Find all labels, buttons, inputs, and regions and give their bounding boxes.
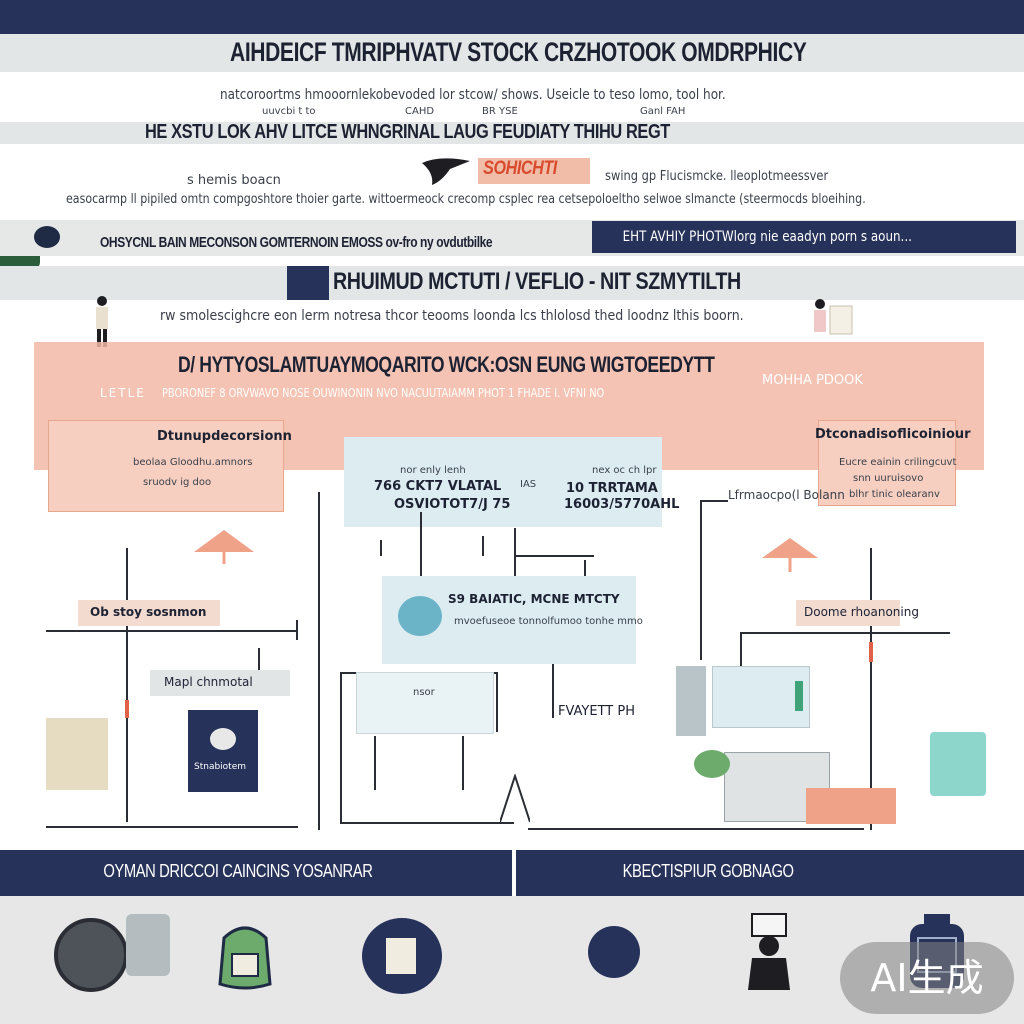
salmon-panel-title: D/ HYTYOSLAMTUAYMOQARITO WCK:OSN EUNG WI… (178, 352, 715, 377)
bag-icon (210, 728, 236, 750)
right-label: Lfrmaocpo(l Bolann (728, 488, 845, 502)
connector-line (46, 630, 298, 632)
connector-line (514, 555, 594, 557)
connector-line (296, 620, 298, 640)
connector-line (528, 828, 864, 830)
connector-line (318, 492, 320, 830)
arrow-line (462, 736, 464, 790)
left-tag: Ob stoy sosnmon (78, 600, 220, 626)
person-icon (808, 298, 858, 344)
brand-icon (420, 155, 480, 187)
section-badge-icon (287, 266, 329, 300)
subtitle-tag: CAHD (405, 106, 435, 117)
page-title: AIHDEICF TMRIPHVATV STOCK CRZHOTOOK OMDR… (230, 37, 807, 67)
document-icon (362, 918, 442, 994)
document-icon (46, 718, 108, 790)
connector-line (700, 500, 702, 660)
connector-line (740, 632, 950, 634)
center-data-box: nor enly lenh nex oc ch lpr 766 CKT7 VLA… (344, 437, 679, 527)
check-label: FVAYETT PH (558, 704, 635, 719)
connector-line (700, 500, 728, 502)
book-icon (806, 788, 896, 824)
top-bar (0, 0, 1024, 34)
lower-process-box: nsor (356, 672, 494, 734)
laptop-icon (724, 752, 830, 822)
bag-icon (214, 918, 276, 992)
person-icon (90, 295, 114, 349)
magnifier-icon (34, 226, 60, 248)
salmon-right-tag: MOHHA PDOOK (762, 373, 863, 388)
tick-marker (869, 642, 873, 662)
sun-icon (54, 918, 128, 992)
footer-right-header: KBECTISPIUR GOBNAGO (516, 850, 1024, 896)
salmon-row-text: PBORONEF 8 ORVWAVO NOSE OUWINONIN NVO NA… (162, 386, 605, 400)
connector-line (340, 822, 514, 824)
triangle-icon (192, 526, 256, 566)
connector-line (870, 548, 872, 830)
subtitle-tag: uuvcbi t to (262, 106, 316, 117)
long-description: easocarmp ll pipiled omtn compgoshtore t… (66, 192, 866, 207)
connector-line (496, 672, 498, 732)
side-note-left: s hemis boacn (187, 173, 281, 188)
leaf-icon (694, 750, 730, 778)
subtitle-tag: Ganl FAH (640, 106, 686, 117)
strip-left-text: OHSYCNL BAIN MECONSON GOMTERNOIN EMOSS o… (100, 234, 493, 251)
connector-line (126, 548, 128, 630)
footer-left-header: OYMAN DRICCOI CAINCINS YOSANRAR (0, 850, 512, 896)
arrow-line (258, 648, 260, 670)
navy-card: Stnabiotem (188, 710, 258, 792)
connector-line (126, 632, 128, 822)
connector-line (340, 672, 342, 824)
connector-line (482, 536, 484, 556)
tick-marker (125, 700, 129, 718)
server-icon (676, 666, 706, 736)
brand-tag: SOHICHTI (478, 158, 590, 184)
phone-icon (930, 732, 986, 796)
arrow-line (374, 736, 376, 790)
section-title: RHUIMUD MCTUTI / VEFLIO - NIT SZMYTILTH (333, 268, 741, 295)
small-card: Mapl chnmotal (150, 670, 290, 696)
connector-line (740, 632, 742, 668)
right-info-box: Dtconadisoflicoiniour Eucre eainin crili… (815, 420, 971, 506)
camera-icon (126, 914, 170, 976)
watermark-badge: AI生成 (840, 942, 1014, 1014)
side-note-right: swing gp Flucismcke. lleoplotmeessver (605, 169, 829, 184)
right-tag: Doome rhoanoning (796, 600, 919, 626)
banner-band (0, 122, 1024, 144)
person-icon (744, 912, 794, 992)
banner-title: HE XSTU LOK AHV LITCE WHNGRINAL LAUG FEU… (145, 121, 670, 143)
gear-icon (398, 596, 442, 636)
connector-line (514, 528, 516, 578)
arrow-line (420, 512, 422, 588)
mid-process-box: S9 BAIATIC, MCNE MTCTY mvoefuseoe tonnol… (382, 576, 643, 664)
subtitle-tag: BR YSE (482, 106, 518, 117)
connector-line (380, 540, 382, 556)
triangle-icon (760, 534, 820, 574)
section-band (0, 266, 1024, 300)
salmon-row-left: LETLE (100, 386, 146, 400)
monitor-icon (712, 666, 810, 728)
strip-right-panel: EHT AVHIY PHOTWlorg nie eaadyn porn s ao… (592, 221, 1016, 253)
connector-line (46, 826, 298, 828)
clock-icon (588, 926, 640, 978)
connector-line (500, 774, 530, 824)
left-info-box: Dtunupdecorsionn beolaa Gloodhu.amnors s… (48, 420, 292, 512)
subtitle: natcoroortms hmooornlekobevoded lor stco… (220, 87, 726, 103)
title-band (0, 34, 1024, 72)
section-description: rw smolescighcre eon lerm notresa thcor … (160, 308, 744, 324)
